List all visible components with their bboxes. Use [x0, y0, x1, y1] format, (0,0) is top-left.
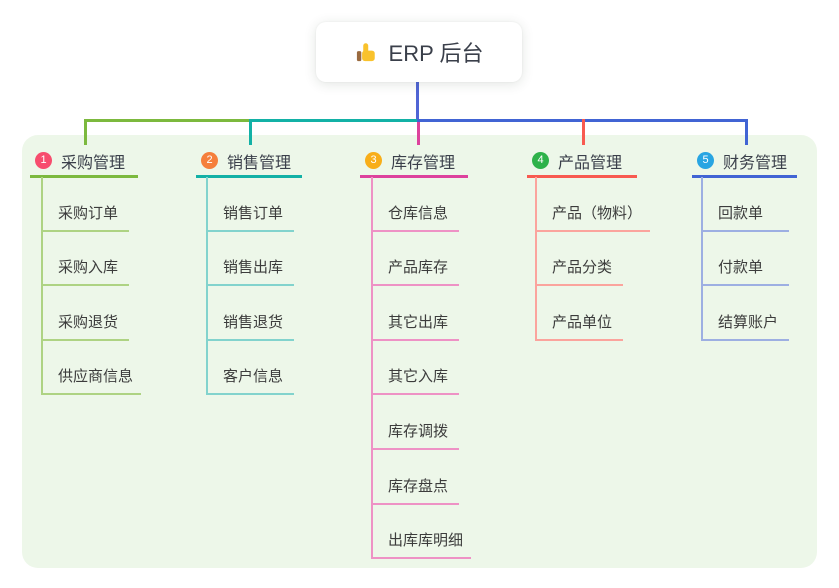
leaf-node[interactable]: 回款单: [703, 177, 789, 232]
leaf-node[interactable]: 供应商信息: [43, 341, 142, 396]
branch-children: 产品（物料）产品分类产品单位: [535, 177, 651, 341]
leaf-node[interactable]: 销售退货: [208, 286, 294, 341]
root-node-label: ERP 后台: [388, 41, 484, 66]
leaf-node[interactable]: 付款单: [703, 232, 789, 287]
leaf-node[interactable]: 出库库明细: [373, 505, 472, 560]
leaf-node[interactable]: 采购入库: [43, 232, 129, 287]
branch-label: 库存管理: [391, 154, 456, 172]
branch-children: 仓库信息产品库存其它出库其它入库库存调拨库存盘点出库库明细: [371, 177, 472, 560]
leaf-node[interactable]: 结算账户: [703, 286, 789, 341]
branch-number-badge: 2: [201, 152, 218, 169]
branch-number-badge: 1: [35, 152, 52, 169]
leaf-node[interactable]: 库存调拨: [373, 395, 459, 450]
branch-number-badge: 5: [697, 152, 714, 169]
leaf-node[interactable]: 其它出库: [373, 286, 459, 341]
branch-node-1[interactable]: 1 采购管理: [30, 146, 138, 178]
leaf-node[interactable]: 库存盘点: [373, 450, 459, 505]
branch-drop-line: [417, 122, 420, 145]
branch-node-2[interactable]: 2 销售管理: [196, 146, 302, 178]
branch-label: 采购管理: [61, 154, 126, 172]
branch-number-badge: 4: [532, 152, 549, 169]
leaf-node[interactable]: 产品库存: [373, 232, 459, 287]
branch-children: 回款单付款单结算账户: [701, 177, 789, 341]
leaf-node[interactable]: 产品分类: [537, 232, 623, 287]
branch-node-5[interactable]: 5 财务管理: [692, 146, 797, 178]
branch-label: 销售管理: [227, 154, 292, 172]
mindmap-panel: [22, 135, 817, 568]
branch-children: 销售订单销售出库销售退货客户信息: [206, 177, 294, 396]
leaf-node[interactable]: 客户信息: [208, 341, 294, 396]
root-node-erp[interactable]: ERP 后台: [316, 22, 522, 82]
branch-children: 采购订单采购入库采购退货供应商信息: [41, 177, 142, 396]
root-connector-line: [416, 82, 419, 122]
leaf-node[interactable]: 销售订单: [208, 177, 294, 232]
leaf-node[interactable]: 销售出库: [208, 232, 294, 287]
branch-node-4[interactable]: 4 产品管理: [527, 146, 637, 178]
branch-drop-line: [745, 119, 748, 145]
leaf-node[interactable]: 采购订单: [43, 177, 129, 232]
leaf-node[interactable]: 产品单位: [537, 286, 623, 341]
branch-drop-line: [582, 119, 585, 145]
branch-label: 产品管理: [558, 154, 623, 172]
leaf-node[interactable]: 其它入库: [373, 341, 459, 396]
branch-node-3[interactable]: 3 库存管理: [360, 146, 468, 178]
bus-segment-line: [84, 119, 252, 122]
branch-label: 财务管理: [723, 154, 788, 172]
leaf-node[interactable]: 仓库信息: [373, 177, 459, 232]
leaf-node[interactable]: 采购退货: [43, 286, 129, 341]
thumbs-up-icon: [355, 41, 378, 64]
branch-drop-line: [84, 119, 87, 145]
branch-drop-line: [249, 119, 252, 145]
leaf-node[interactable]: 产品（物料）: [537, 177, 651, 232]
bus-segment-line: [249, 119, 420, 122]
branch-number-badge: 3: [365, 152, 382, 169]
